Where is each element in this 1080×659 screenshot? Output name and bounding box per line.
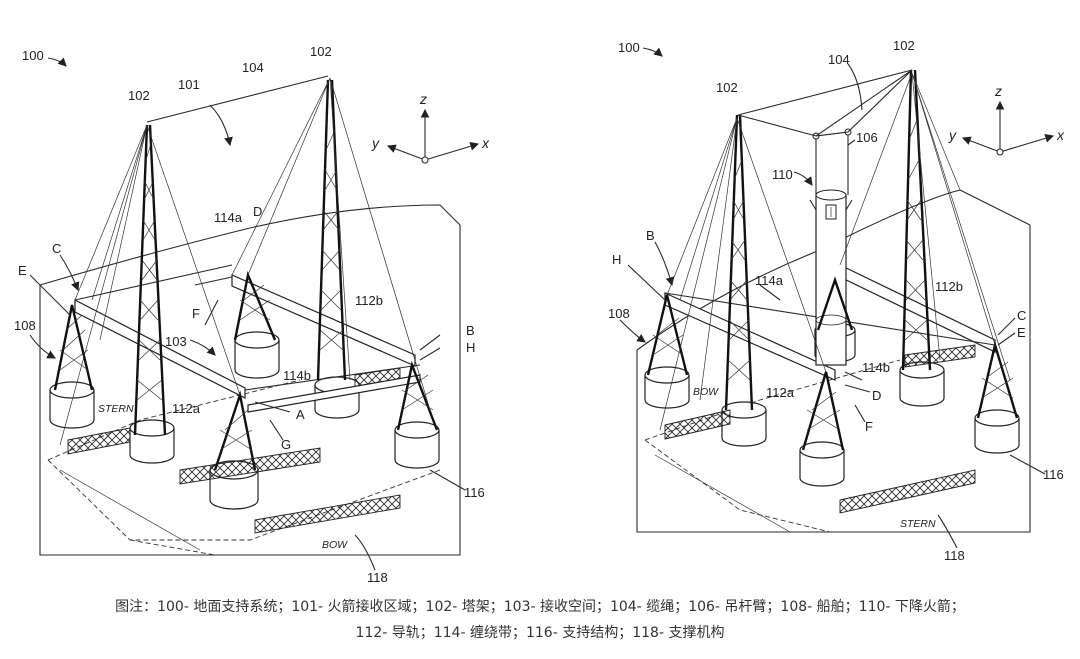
ref-112b: 112b xyxy=(935,279,963,294)
axis-z-label: z xyxy=(994,83,1002,99)
axis-x-label: x xyxy=(1056,127,1065,143)
ref-116: 116 xyxy=(1043,467,1064,482)
cylinder xyxy=(644,366,690,409)
left-leaders xyxy=(29,57,466,571)
ref-114a: 114a xyxy=(755,273,784,288)
ref-114b: 114b xyxy=(862,360,890,375)
cylinder xyxy=(129,419,175,464)
axis-y-label: y xyxy=(371,135,380,151)
rocket xyxy=(809,189,853,366)
ref-106: 106 xyxy=(856,130,878,145)
axis-x-label: x xyxy=(481,135,490,151)
boom-arm xyxy=(812,128,852,195)
left-towers xyxy=(53,79,439,471)
ref-101: 101 xyxy=(178,77,200,92)
label-G: G xyxy=(281,437,291,452)
ref-116: 116 xyxy=(464,485,485,500)
ref-112a: 112a xyxy=(766,385,795,400)
tower xyxy=(901,69,932,371)
label-D: D xyxy=(253,204,262,219)
left-support-trusses xyxy=(67,367,401,534)
label-H: H xyxy=(466,340,475,355)
tower xyxy=(396,360,439,431)
right-axes xyxy=(961,100,1055,156)
axis-z-label: z xyxy=(419,91,427,107)
label-E: E xyxy=(1017,325,1026,340)
left-axes xyxy=(386,108,480,164)
label-E: E xyxy=(18,263,27,278)
tower xyxy=(724,114,754,411)
ref-114a: 114a xyxy=(214,210,243,225)
right-figure: 100 102 102 104 106 108 110 112a 112b 11… xyxy=(608,38,1065,563)
label-stern: STERN xyxy=(98,403,134,415)
label-B: B xyxy=(646,228,655,243)
ref-104: 104 xyxy=(242,60,264,75)
cylinder xyxy=(721,401,767,447)
ref-118: 118 xyxy=(367,570,388,585)
cylinder xyxy=(899,361,945,407)
label-stern: STERN xyxy=(900,518,936,530)
left-cables xyxy=(59,75,431,446)
left-support-cylinders xyxy=(49,331,440,510)
right-cables xyxy=(659,69,1011,431)
cylinder xyxy=(974,409,1020,454)
right-towers xyxy=(646,69,1019,451)
ref-102: 102 xyxy=(716,80,738,95)
label-D: D xyxy=(872,388,881,403)
label-A: A xyxy=(296,407,305,422)
ref-103: 103 xyxy=(165,334,187,349)
right-leaders xyxy=(619,47,1046,549)
right-support-trusses xyxy=(664,344,976,514)
cylinder xyxy=(234,331,280,379)
label-bow: BOW xyxy=(322,539,348,551)
ref-102: 102 xyxy=(128,88,150,103)
cylinder xyxy=(49,381,95,429)
ref-108: 108 xyxy=(14,318,36,333)
tower xyxy=(976,340,1019,419)
cylinder xyxy=(394,421,440,469)
tower xyxy=(133,124,167,436)
ref-112b: 112b xyxy=(355,293,383,308)
tower xyxy=(816,276,854,331)
caption-line-2: 112- 导轨；114- 缠绕带；116- 支持结构；118- 支撑机构 xyxy=(355,625,725,641)
caption-line-1: 图注：100- 地面支持系统；101- 火箭接收区域；102- 塔架；103- … xyxy=(115,599,965,615)
label-F: F xyxy=(865,419,873,434)
ref-110: 110 xyxy=(772,167,793,182)
label-C: C xyxy=(1017,308,1026,323)
tower xyxy=(53,304,94,391)
patent-drawing: 100 101 102 102 104 103 108 112a 112b 11… xyxy=(14,38,1065,585)
ref-102: 102 xyxy=(310,44,332,59)
ref-108: 108 xyxy=(608,306,630,321)
ref-102: 102 xyxy=(893,38,915,53)
label-C: C xyxy=(52,241,61,256)
label-F: F xyxy=(192,306,200,321)
ref-104: 104 xyxy=(828,52,850,67)
tower xyxy=(801,371,845,451)
ref-118: 118 xyxy=(944,548,965,563)
ref-114b: 114b xyxy=(283,368,311,383)
ref-100: 100 xyxy=(22,48,44,63)
ref-112a: 112a xyxy=(172,401,201,416)
cylinder xyxy=(799,441,845,487)
left-figure: 100 101 102 102 104 103 108 112a 112b 11… xyxy=(14,44,490,585)
label-bow: BOW xyxy=(693,386,719,398)
label-B: B xyxy=(466,323,475,338)
ref-100: 100 xyxy=(618,40,640,55)
axis-y-label: y xyxy=(948,127,957,143)
tower xyxy=(316,79,347,381)
label-H: H xyxy=(612,252,621,267)
